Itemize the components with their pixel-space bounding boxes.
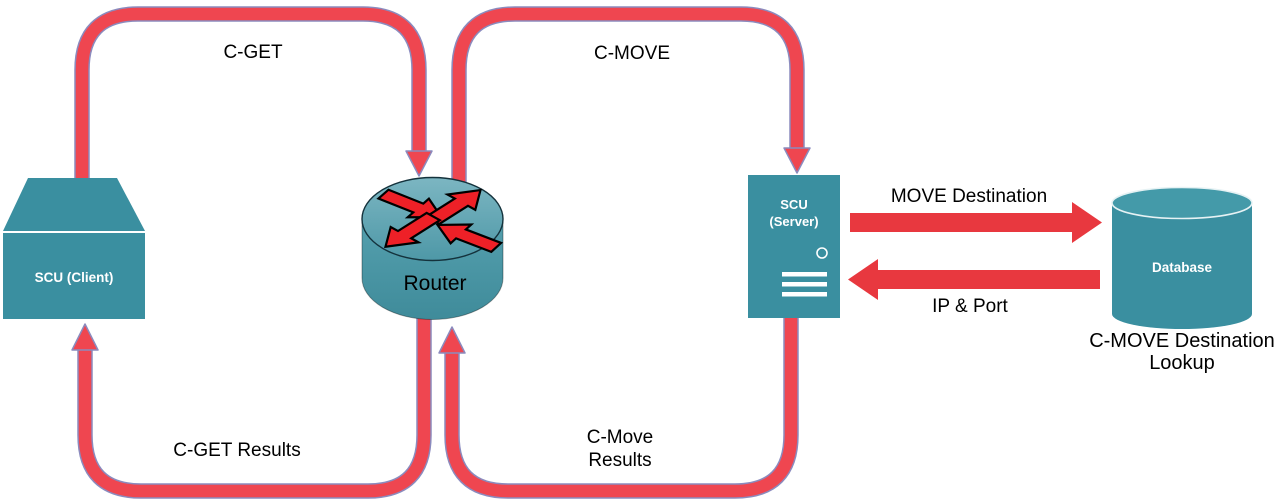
server-vent-bars-icon [782, 272, 827, 297]
scu-client-label: SCU (Client) [34, 270, 114, 285]
c-move-arrowhead [783, 147, 811, 174]
scu-server-label: SCU (Server) [769, 197, 819, 229]
database-cylinder-body [1112, 203, 1252, 329]
c-move-results-arrow [438, 315, 799, 499]
c-get-results-arrow [71, 310, 432, 499]
database-caption: C-MOVE Destination Lookup [1089, 330, 1275, 374]
c-move-results-arrowhead [438, 326, 466, 354]
scu-client-body [3, 233, 145, 319]
router-node [361, 176, 507, 320]
ip-port-arrow [848, 259, 1100, 300]
database-top-face [1111, 186, 1253, 220]
c-get-label: C-GET [223, 42, 283, 63]
scu-server-node [748, 175, 840, 318]
ip-port-label: IP & Port [932, 296, 1008, 317]
c-move-arrow [451, 6, 811, 185]
c-move-results-label: C-Move Results [586, 427, 654, 471]
router-label: Router [403, 272, 467, 295]
move-destination-label: MOVE Destination [890, 186, 1048, 207]
database-node [1111, 186, 1253, 329]
server-power-dot-icon [816, 247, 828, 259]
scu-client-lid [3, 178, 145, 231]
c-move-label: C-MOVE [594, 43, 670, 64]
move-destination-arrow [850, 202, 1102, 243]
router-crossing-arrows-icon [372, 182, 507, 256]
c-get-arrowhead [405, 150, 433, 177]
c-get-results-arrowhead [71, 323, 99, 351]
database-label: Database [1151, 260, 1213, 275]
scu-client-node [3, 178, 145, 319]
c-get-results-label: C-GET Results [173, 440, 301, 461]
c-get-arrow [74, 6, 433, 180]
